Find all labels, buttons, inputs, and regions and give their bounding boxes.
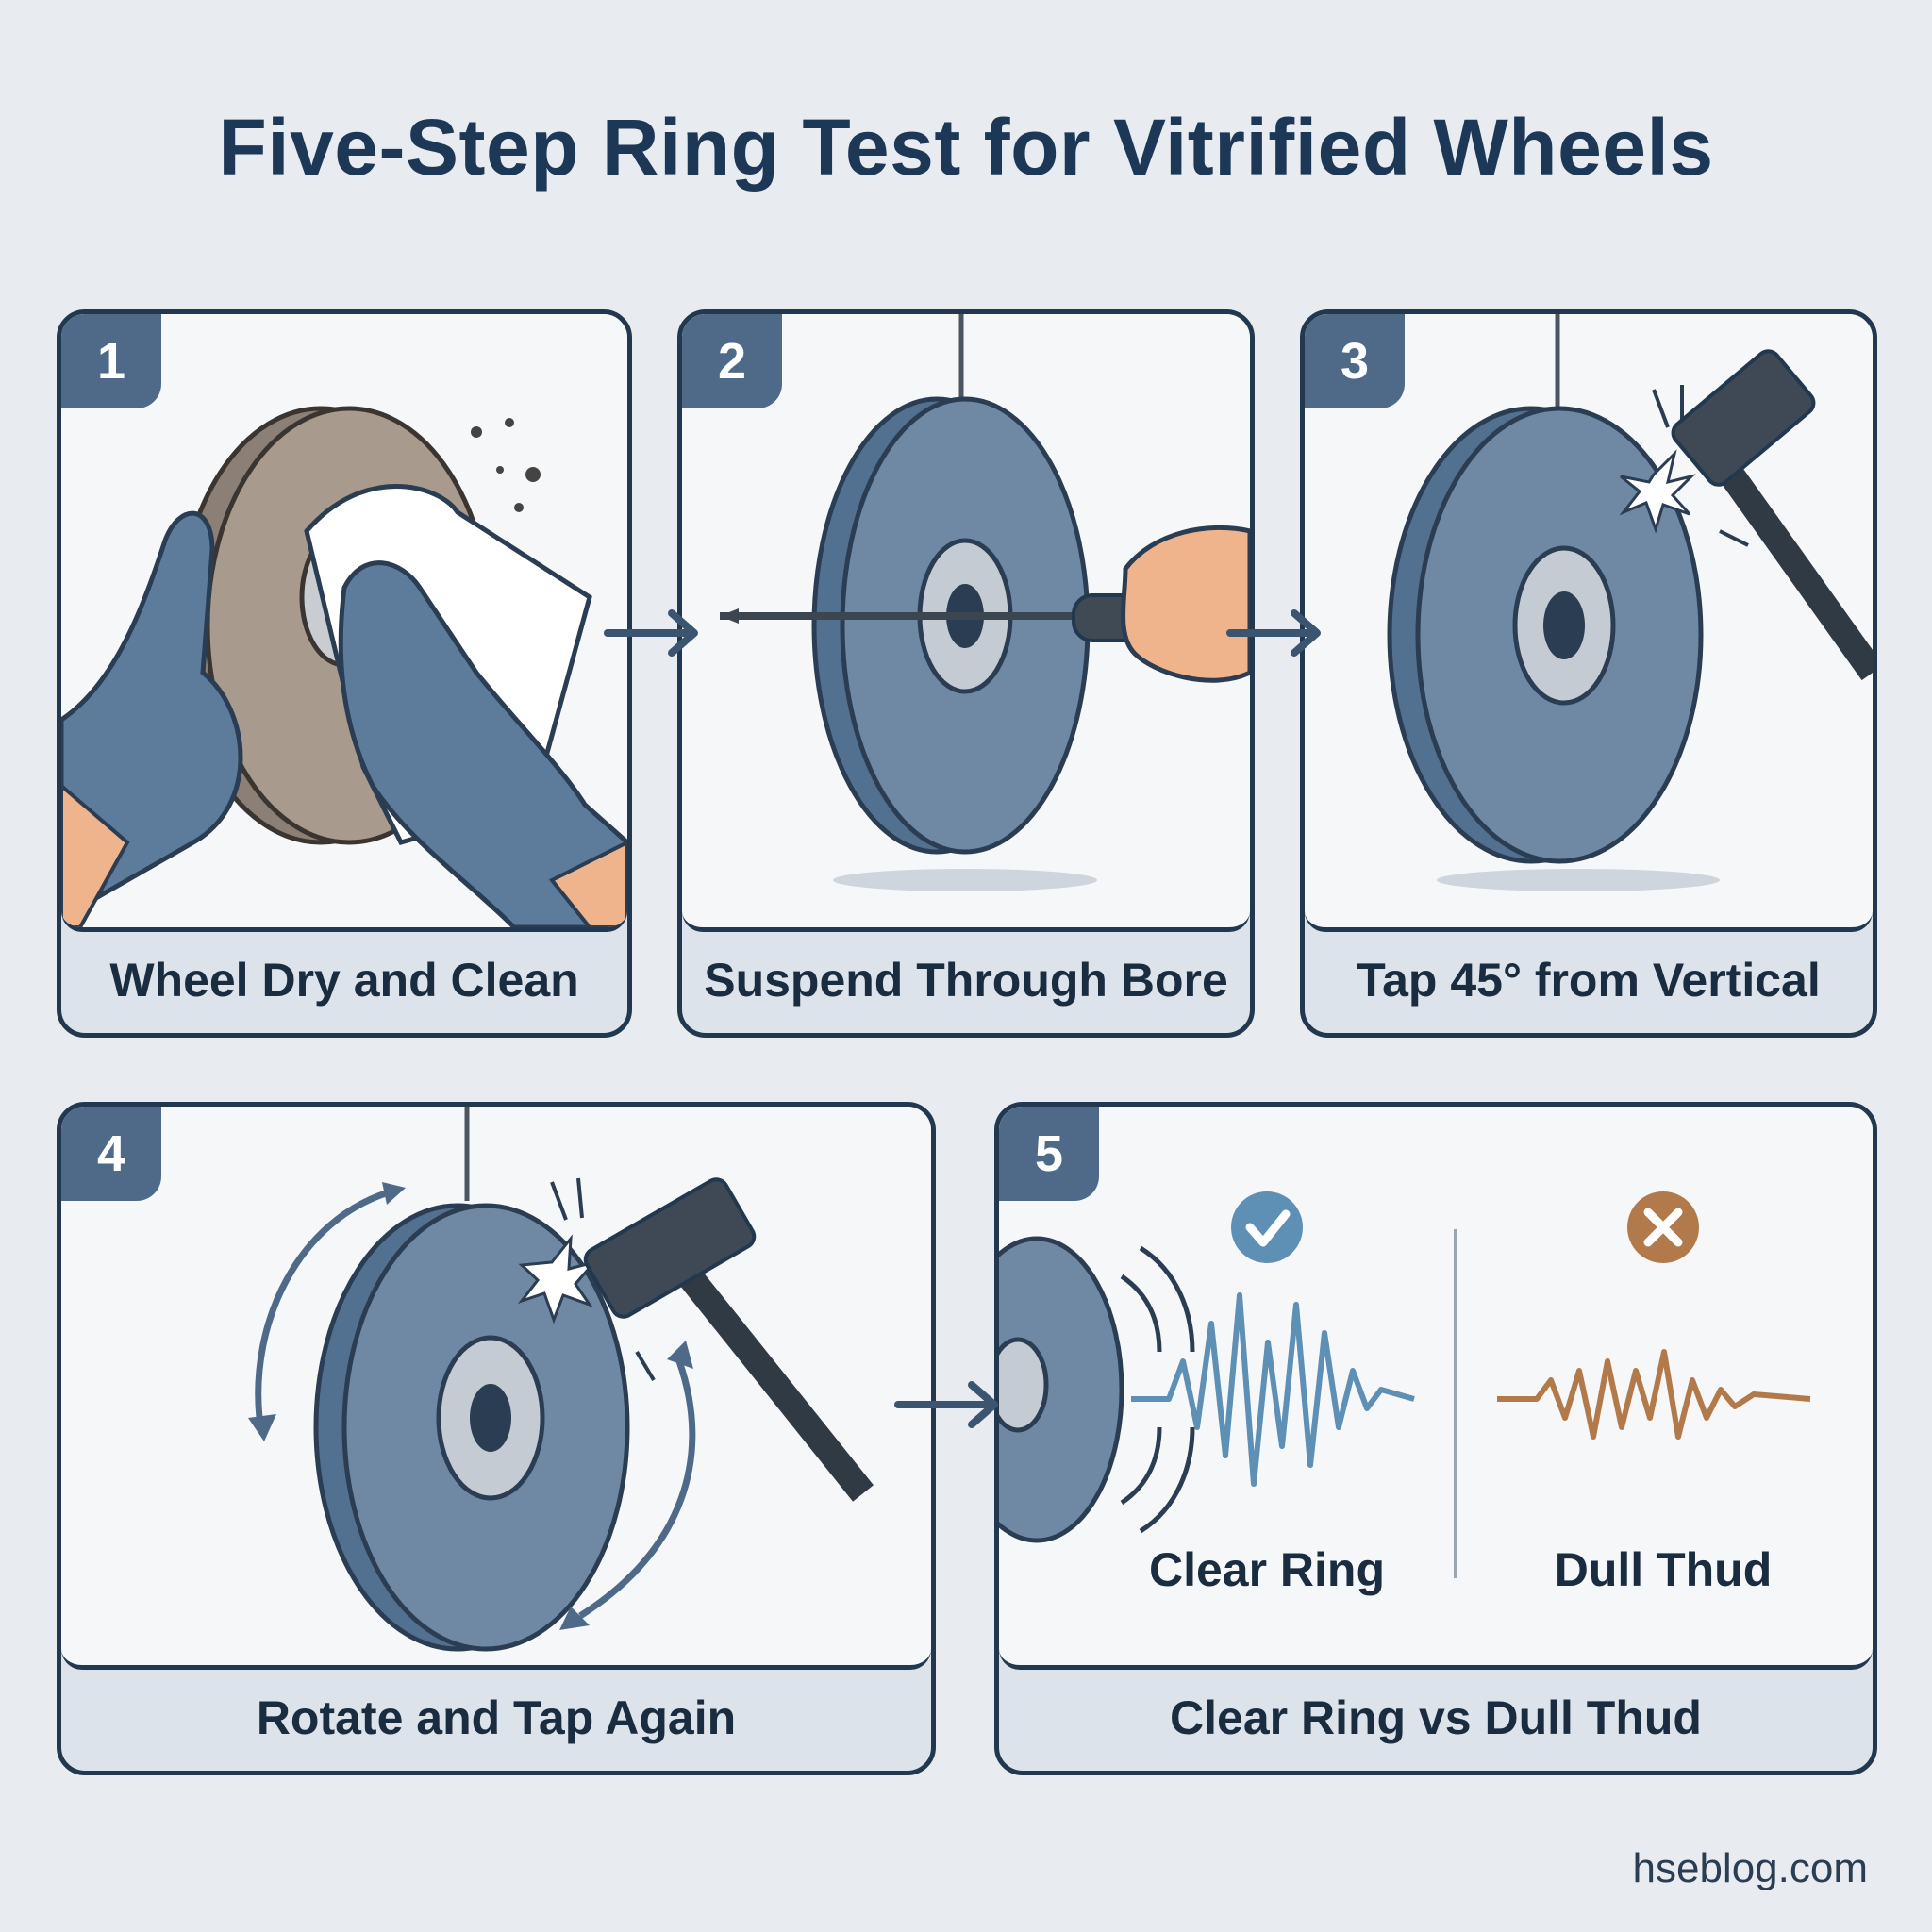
step-4-illustration: 4 xyxy=(61,1107,931,1670)
step-1-caption: Wheel Dry and Clean xyxy=(109,954,579,1007)
step-4-caption: Rotate and Tap Again xyxy=(256,1691,737,1744)
step-2-badge: 2 xyxy=(682,314,782,408)
step-1-illustration: 1 xyxy=(61,314,627,932)
step-3-badge: 3 xyxy=(1305,314,1405,408)
step-5-badge: 5 xyxy=(999,1107,1099,1201)
step-2-panel: 2 Suspend Through Bore xyxy=(677,309,1255,1038)
clear-ring-label: Clear Ring xyxy=(1148,1543,1386,1596)
step-5-panel: 5 Clear Ring Dull Thud Clear Ring vs Dul… xyxy=(994,1102,1877,1775)
dull-thud-label: Dull Thud xyxy=(1554,1543,1773,1596)
step-2-caption: Suspend Through Bore xyxy=(704,954,1228,1007)
step-2-illustration: 2 xyxy=(682,314,1250,932)
site-watermark: hseblog.com xyxy=(1632,1845,1868,1891)
step-5-caption: Clear Ring vs Dull Thud xyxy=(1170,1691,1702,1744)
step-1-panel: 1 Wheel Dry and Clean xyxy=(57,309,632,1038)
step-3-panel: 3 Tap 45° from Vertical xyxy=(1300,309,1877,1038)
step-3-caption: Tap 45° from Vertical xyxy=(1357,954,1821,1007)
step-5-illustration: 5 Clear Ring Dull Thud xyxy=(999,1107,1873,1670)
arrow-step-4-to-5 xyxy=(894,1381,998,1428)
step-4-badge: 4 xyxy=(61,1107,161,1201)
arrow-step-2-to-3 xyxy=(1226,609,1321,657)
page-title: Five-Step Ring Test for Vitrified Wheels xyxy=(218,103,1714,192)
arrow-step-1-to-2 xyxy=(604,609,698,657)
step-1-badge: 1 xyxy=(61,314,161,408)
step-3-illustration: 3 xyxy=(1305,314,1873,932)
step-4-panel: 4 Rotate and Tap Again xyxy=(57,1102,936,1775)
